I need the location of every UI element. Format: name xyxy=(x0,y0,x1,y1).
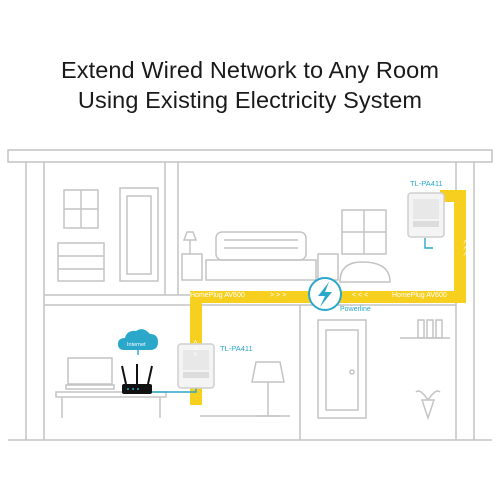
homeplug-right-label: HomePlug AV600 xyxy=(392,292,447,299)
title-line-1: Extend Wired Network to Any Room xyxy=(60,57,440,83)
internet-label: Internet xyxy=(127,342,146,348)
cloud-icon xyxy=(118,329,158,350)
adapter-top-cable xyxy=(424,238,433,249)
roof-beam xyxy=(7,149,493,163)
powerline-label: Powerline xyxy=(340,306,371,313)
title-line-2: Using Existing Electricity System xyxy=(77,87,423,113)
nightstand-left xyxy=(181,253,203,281)
door-upper-left xyxy=(119,187,159,282)
arrows-left: < < < xyxy=(352,292,368,299)
tv-monitor xyxy=(67,357,113,385)
router-icon xyxy=(121,364,153,394)
bed-frame xyxy=(205,259,317,281)
arrows-down: < < < xyxy=(461,240,468,256)
dresser xyxy=(57,242,105,282)
lightning-bolt-icon xyxy=(308,277,342,311)
adapter-bottom xyxy=(177,343,215,389)
bed-headboard xyxy=(215,231,307,261)
title-block: Extend Wired Network to Any Room Using E… xyxy=(0,55,500,115)
nightstand-right xyxy=(317,253,339,281)
device-bottom-label: TL-PA411 xyxy=(220,344,253,353)
sofa xyxy=(339,261,391,283)
desk xyxy=(55,391,167,398)
door-lower-right xyxy=(317,319,367,419)
arrows-up: < < < xyxy=(191,340,198,356)
device-top-label: TL-PA411 xyxy=(410,179,443,188)
powerline-right-segment xyxy=(338,190,466,303)
homeplug-left-label: HomePlug AV600 xyxy=(190,292,245,299)
arrows-right: > > > xyxy=(270,292,286,299)
lamp-shade xyxy=(251,361,285,383)
adapter-top xyxy=(407,192,445,238)
